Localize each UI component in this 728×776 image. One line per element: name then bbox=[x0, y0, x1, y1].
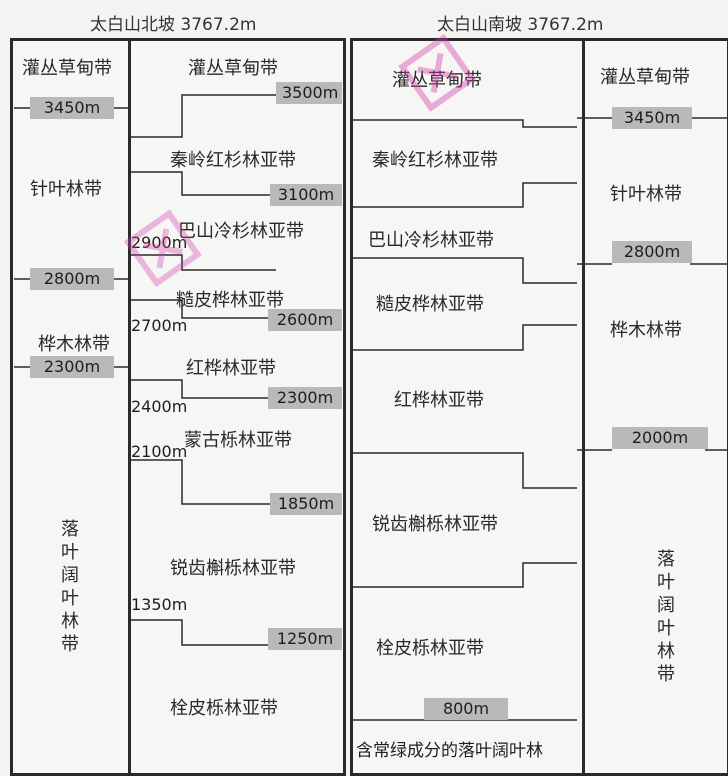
south-right-tag-2000: 2000m bbox=[612, 427, 708, 449]
north-subzone-cork-oak: 栓皮栎林亚带 bbox=[170, 698, 278, 719]
south-right-tag-3450: 3450m bbox=[612, 107, 692, 129]
south-zone-shrub-meadow: 灌丛草甸带 bbox=[600, 67, 690, 88]
north-right-tag-1850: 1850m bbox=[270, 493, 342, 515]
north-mark-1350: 1350m bbox=[131, 595, 188, 614]
north-zone-shrub-meadow: 灌丛草甸带 bbox=[22, 58, 112, 79]
north-zone-deciduous: 落叶阔叶林带 bbox=[61, 519, 79, 655]
north-subzone-mongolian-oak: 蒙古栎林亚带 bbox=[184, 430, 292, 451]
south-zone-conifer: 针叶林带 bbox=[610, 184, 682, 205]
north-slope-title: 太白山北坡 3767.2m bbox=[90, 15, 257, 35]
north-right-tag-2300: 2300m bbox=[268, 387, 342, 409]
north-left-tag-2800: 2800m bbox=[30, 268, 114, 290]
watermark-logo-icon bbox=[398, 33, 477, 112]
north-subzone-red-birch: 红桦林亚带 bbox=[186, 358, 276, 379]
south-subzone-shrub-meadow: 灌丛草甸带 bbox=[392, 66, 482, 92]
north-zone-conifer: 针叶林带 bbox=[30, 179, 102, 200]
south-zone-birch: 桦木林带 bbox=[610, 320, 682, 341]
south-subzone-rough-birch: 糙皮桦林亚带 bbox=[376, 294, 484, 315]
south-slope-panel bbox=[350, 38, 728, 776]
south-slope-title: 太白山南坡 3767.2m bbox=[437, 15, 604, 35]
watermark-logo-icon-2 bbox=[123, 209, 202, 288]
north-mark-2100: 2100m bbox=[131, 442, 188, 461]
north-subzone-sawtooth-oak: 锐齿槲栎林亚带 bbox=[170, 558, 296, 579]
south-zone-deciduous: 落叶阔叶林带 bbox=[657, 549, 675, 685]
north-subzone-fir: 巴山冷杉林亚带 bbox=[178, 221, 304, 242]
north-mark-2700: 2700m bbox=[131, 316, 188, 335]
north-subzone-rough-birch: 糙皮桦林亚带 bbox=[176, 290, 284, 311]
north-right-tag-3100: 3100m bbox=[270, 184, 342, 206]
south-subzone-column bbox=[353, 41, 585, 773]
north-left-tag-3450: 3450m bbox=[30, 97, 114, 119]
south-subzone-evergreen-deciduous: 含常绿成分的落叶阔叶林 bbox=[356, 741, 543, 761]
north-zone-column bbox=[13, 41, 131, 773]
north-right-tag-2600: 2600m bbox=[268, 309, 342, 331]
north-right-tag-1250: 1250m bbox=[268, 628, 342, 650]
north-mark-2900: 2900m bbox=[131, 233, 188, 252]
south-subzone-sawtooth-oak: 锐齿槲栎林亚带 bbox=[372, 514, 498, 535]
watermark-logo bbox=[398, 33, 482, 120]
north-right-tag-3500: 3500m bbox=[276, 82, 342, 104]
north-subzone-shrub-meadow: 灌丛草甸带 bbox=[188, 58, 278, 79]
south-tag-800: 800m bbox=[424, 698, 508, 720]
north-subzone-larch: 秦岭红杉林亚带 bbox=[170, 150, 296, 171]
north-left-tag-2300: 2300m bbox=[30, 356, 114, 378]
south-subzone-red-birch: 红桦林亚带 bbox=[394, 390, 484, 411]
south-subzone-fir: 巴山冷杉林亚带 bbox=[368, 230, 494, 251]
north-zone-birch: 桦木林带 bbox=[38, 334, 110, 355]
south-right-tag-2800: 2800m bbox=[612, 241, 692, 263]
watermark-logo-2 bbox=[123, 209, 204, 290]
south-subzone-larch: 秦岭红杉林亚带 bbox=[372, 150, 498, 171]
south-subzone-cork-oak: 栓皮栎林亚带 bbox=[376, 638, 484, 659]
north-mark-2400: 2400m bbox=[131, 397, 188, 416]
